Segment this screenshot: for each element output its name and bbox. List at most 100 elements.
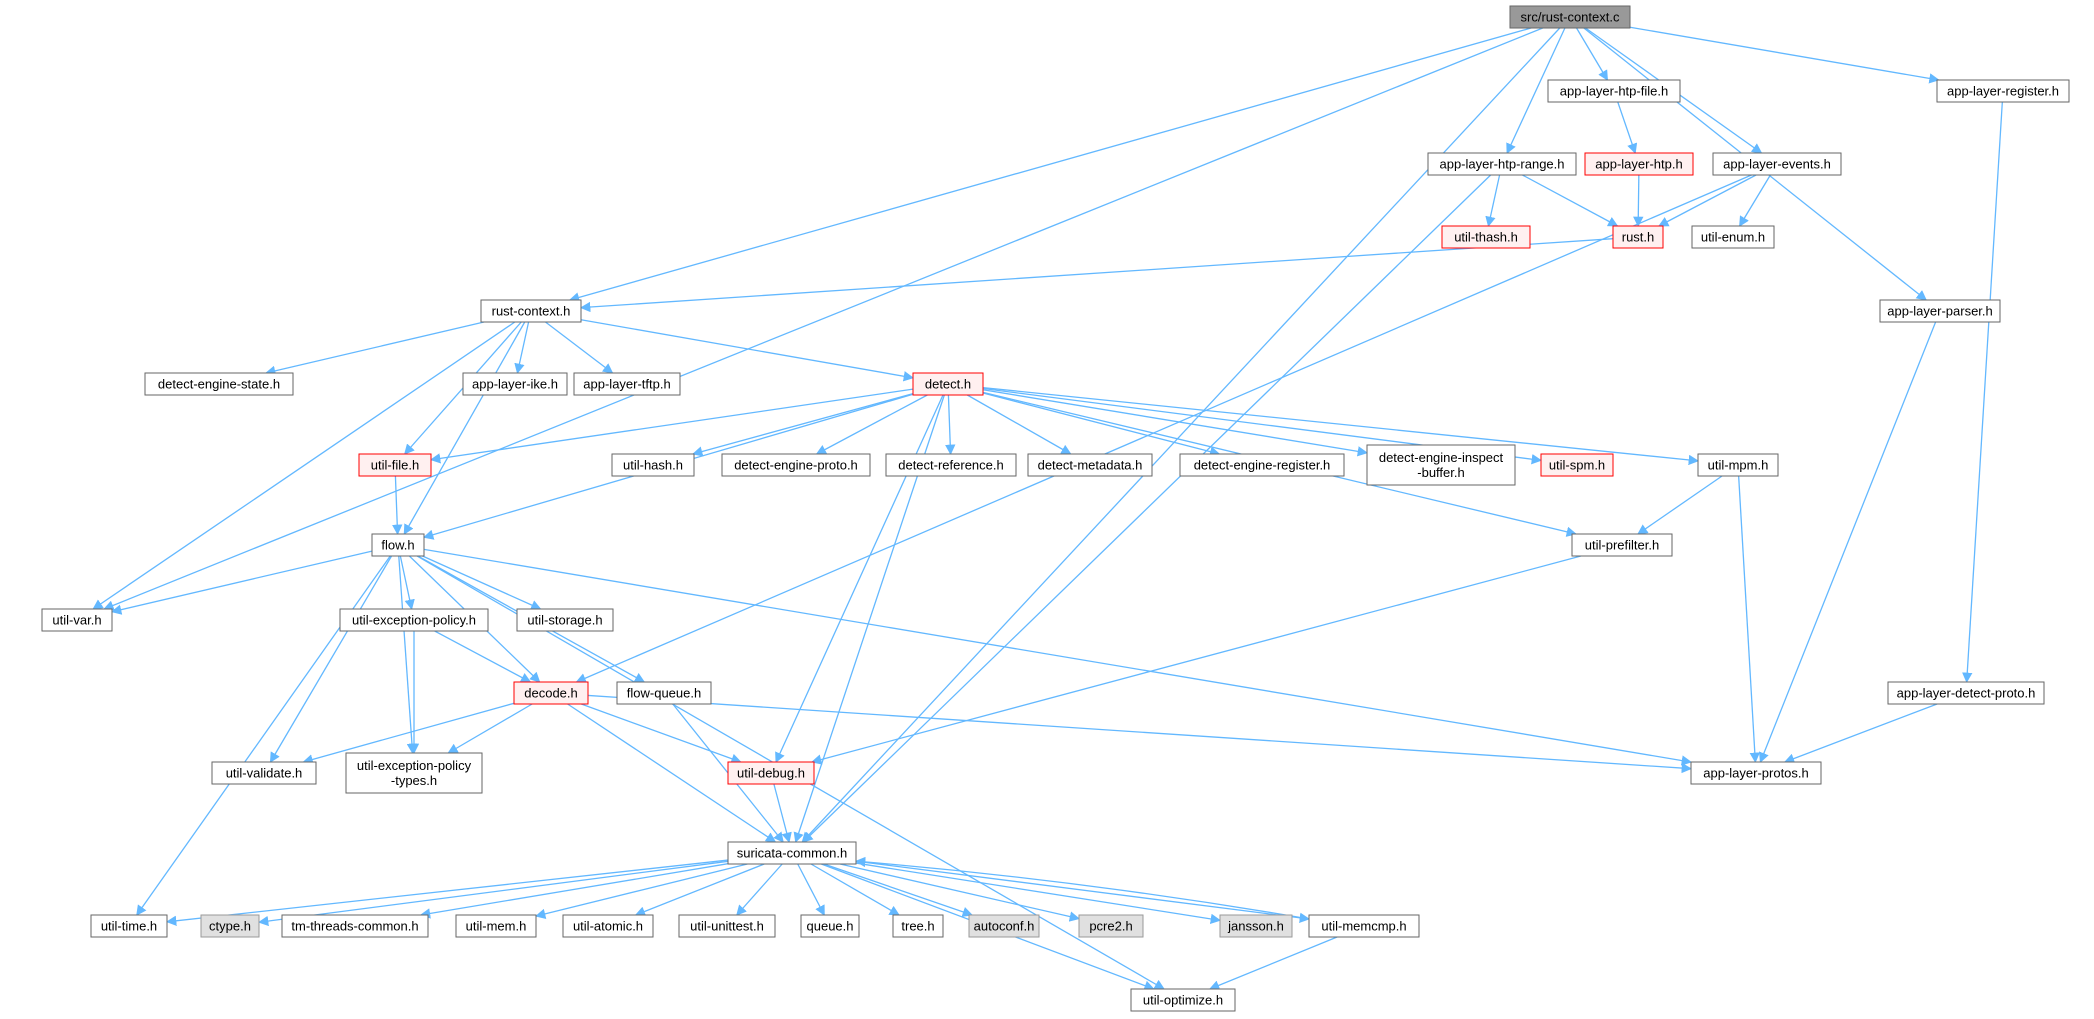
- edge-events-to-enum: [1739, 174, 1771, 227]
- node-jansson[interactable]: jansson.h: [1219, 914, 1293, 938]
- node-detect_proto-label: app-layer-detect-proto.h: [1897, 686, 2036, 701]
- node-protos-box: [1690, 761, 1822, 785]
- node-htp_file-box: [1547, 79, 1681, 103]
- node-atomic[interactable]: util-atomic.h: [562, 914, 654, 938]
- edge-root-to-common: [801, 27, 1561, 843]
- node-util_var[interactable]: util-var.h: [41, 608, 113, 632]
- node-events[interactable]: app-layer-events.h: [1712, 152, 1842, 176]
- node-unittest[interactable]: util-unittest.h: [678, 914, 776, 938]
- node-tree-box: [892, 914, 944, 938]
- node-common[interactable]: suricata-common.h: [727, 841, 857, 865]
- node-common-box: [727, 841, 857, 865]
- edge-common-to-mem: [534, 863, 748, 919]
- node-time-label: util-time.h: [101, 919, 157, 934]
- node-detect[interactable]: detect.h: [912, 372, 984, 396]
- edge-root-to-register: [1629, 26, 1940, 84]
- node-enum[interactable]: util-enum.h: [1691, 225, 1775, 249]
- node-flow_queue[interactable]: flow-queue.h: [616, 681, 712, 705]
- node-ctype[interactable]: ctype.h: [200, 914, 260, 938]
- node-util_file[interactable]: util-file.h: [358, 453, 432, 477]
- node-prefilter-box: [1571, 533, 1673, 557]
- node-uep[interactable]: util-exception-policy.h: [339, 608, 489, 632]
- node-unittest-label: util-unittest.h: [690, 919, 764, 934]
- node-memcmp[interactable]: util-memcmp.h: [1308, 914, 1420, 938]
- node-protos[interactable]: app-layer-protos.h: [1690, 761, 1822, 785]
- node-tftp[interactable]: app-layer-tftp.h: [573, 372, 681, 396]
- node-thash[interactable]: util-thash.h: [1441, 225, 1531, 249]
- node-htp_range[interactable]: app-layer-htp-range.h: [1427, 152, 1577, 176]
- node-util_file-box: [358, 453, 432, 477]
- node-unittest-box: [678, 914, 776, 938]
- edge-htp-to-rust: [1633, 174, 1644, 228]
- node-dreg[interactable]: detect-engine-register.h: [1179, 453, 1345, 477]
- node-dep-box: [721, 453, 871, 477]
- node-dmeta[interactable]: detect-metadata.h: [1027, 453, 1153, 477]
- node-htp_range-box: [1427, 152, 1577, 176]
- node-parser-box: [1879, 299, 2001, 323]
- node-root[interactable]: src/rust-context.c: [1509, 5, 1631, 29]
- node-rust_context[interactable]: rust-context.h: [480, 299, 582, 323]
- node-flow[interactable]: flow.h: [371, 533, 425, 557]
- node-uept-box: [345, 752, 483, 794]
- edge-util_file-to-flow: [392, 475, 403, 536]
- edge-root-to-htp_range: [1506, 27, 1566, 154]
- node-pcre2[interactable]: pcre2.h: [1078, 914, 1144, 938]
- edge-decode-to-uept: [447, 703, 533, 754]
- edge-layer: [92, 26, 2003, 991]
- node-ike[interactable]: app-layer-ike.h: [462, 372, 568, 396]
- edge-common-to-tmtc: [419, 863, 729, 919]
- node-parser[interactable]: app-layer-parser.h: [1879, 299, 2001, 323]
- node-validate[interactable]: util-validate.h: [211, 761, 317, 785]
- node-time[interactable]: util-time.h: [90, 914, 168, 938]
- node-debug[interactable]: util-debug.h: [727, 761, 815, 785]
- node-debug-label: util-debug.h: [737, 766, 805, 781]
- edge-events-to-decode: [575, 174, 1752, 684]
- edge-flow-to-protos: [423, 548, 1693, 766]
- node-autoconf[interactable]: autoconf.h: [968, 914, 1040, 938]
- node-queue[interactable]: queue.h: [800, 914, 860, 938]
- edge-rust_context-to-detect: [580, 319, 915, 382]
- edge-uep-to-decode: [434, 630, 532, 683]
- node-detect_proto[interactable]: app-layer-detect-proto.h: [1887, 681, 2045, 705]
- node-events-box: [1712, 152, 1842, 176]
- node-util_hash-label: util-hash.h: [623, 458, 683, 473]
- edge-prefilter-to-debug: [811, 555, 1582, 765]
- node-validate-box: [211, 761, 317, 785]
- node-mem[interactable]: util-mem.h: [455, 914, 537, 938]
- node-prefilter[interactable]: util-prefilter.h: [1571, 533, 1673, 557]
- node-uept-label-line-2: -types.h: [391, 773, 437, 788]
- node-tree[interactable]: tree.h: [892, 914, 944, 938]
- node-events-label: app-layer-events.h: [1723, 157, 1831, 172]
- node-des[interactable]: detect-engine-state.h: [144, 372, 294, 396]
- node-htp[interactable]: app-layer-htp.h: [1584, 152, 1694, 176]
- node-tftp-box: [573, 372, 681, 396]
- node-decode-box: [513, 681, 589, 705]
- node-dref[interactable]: detect-reference.h: [885, 453, 1017, 477]
- node-uept[interactable]: util-exception-policy-types.h: [345, 752, 483, 794]
- node-tmtc-box: [281, 914, 429, 938]
- node-validate-label: util-validate.h: [226, 766, 303, 781]
- node-ctype-label: ctype.h: [209, 919, 251, 934]
- node-dep[interactable]: detect-engine-proto.h: [721, 453, 871, 477]
- node-storage[interactable]: util-storage.h: [516, 608, 614, 632]
- node-spm[interactable]: util-spm.h: [1540, 453, 1614, 477]
- node-parser-label: app-layer-parser.h: [1887, 304, 1993, 319]
- node-tree-label: tree.h: [901, 919, 934, 934]
- edge-htp_range-to-thash: [1485, 174, 1501, 228]
- node-util_var-box: [41, 608, 113, 632]
- node-rust[interactable]: rust.h: [1612, 225, 1664, 249]
- node-register-label: app-layer-register.h: [1947, 84, 2059, 99]
- node-htp_range-label: app-layer-htp-range.h: [1439, 157, 1564, 172]
- node-util_hash[interactable]: util-hash.h: [611, 453, 695, 477]
- node-htp_file[interactable]: app-layer-htp-file.h: [1547, 79, 1681, 103]
- node-optimize-label: util-optimize.h: [1143, 993, 1223, 1008]
- node-register[interactable]: app-layer-register.h: [1936, 79, 2070, 103]
- node-dib[interactable]: detect-engine-inspect-buffer.h: [1366, 444, 1516, 486]
- node-mpm[interactable]: util-mpm.h: [1697, 453, 1779, 477]
- node-decode[interactable]: decode.h: [513, 681, 589, 705]
- node-queue-box: [800, 914, 860, 938]
- node-tmtc[interactable]: tm-threads-common.h: [281, 914, 429, 938]
- edge-flow-to-time: [136, 555, 391, 916]
- node-optimize[interactable]: util-optimize.h: [1130, 988, 1236, 1012]
